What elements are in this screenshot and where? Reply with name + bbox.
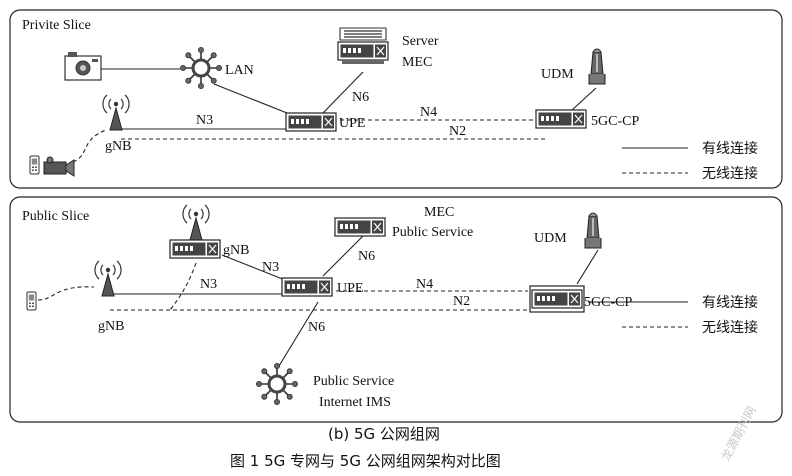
cp-router-icon — [529, 285, 585, 313]
n4-public-label: N4 — [416, 277, 433, 292]
n2-label: N2 — [449, 124, 466, 139]
private-slice-title: Privite Slice — [22, 18, 91, 33]
figure-caption: 图 1 5G 专网与 5G 公网组网架构对比图 — [230, 452, 501, 470]
n6-label: N6 — [352, 90, 369, 105]
upe-internet-link — [278, 301, 319, 367]
upe-public-label: UPE — [337, 281, 363, 296]
n2-public-label: N2 — [453, 294, 470, 309]
internet-service-label: Public Service — [313, 374, 394, 389]
upe-router-icon — [281, 277, 333, 297]
upe-router-icon — [285, 112, 337, 132]
upe-label: UPE — [339, 116, 365, 131]
private-links — [72, 68, 597, 163]
upper-gnb-router-icon — [169, 239, 221, 259]
cp-label: 5GC-CP — [591, 114, 639, 129]
internet-ims-label: Internet IMS — [319, 395, 391, 410]
private-slice-panel — [9, 9, 783, 189]
ue-wireless-public-link — [37, 286, 95, 301]
mec-label: MEC — [402, 55, 432, 70]
legend-wireless-public-label: 无线连接 — [702, 319, 758, 336]
n3-label: N3 — [196, 113, 213, 128]
udm-label: UDM — [541, 67, 574, 82]
n6-bottom-label: N6 — [308, 320, 325, 335]
server-upe-link — [322, 71, 364, 114]
cp-router-icon — [535, 109, 587, 129]
legend-wireless-label: 无线连接 — [702, 165, 758, 182]
lan-upe-link — [213, 83, 293, 116]
mec-router-icon — [334, 217, 386, 237]
mec-public-service-label: Public Service — [392, 225, 473, 240]
lan-hub-icon — [178, 45, 224, 91]
server-icon — [337, 27, 389, 64]
udm-public-label: UDM — [534, 231, 567, 246]
upper-gnb-n2-link — [169, 262, 197, 311]
lan-label: LAN — [225, 63, 254, 78]
public-slice-title: Public Slice — [22, 209, 89, 224]
upper-gnb-upe-link — [221, 254, 286, 281]
server-label: Server — [402, 34, 439, 49]
n4-label: N4 — [420, 105, 437, 120]
udm-cp-public-link — [576, 249, 599, 285]
legend-wired-public-label: 有线连接 — [702, 294, 758, 311]
public-links — [37, 235, 688, 367]
phone-icon — [29, 155, 40, 175]
upper-gnb-label: gNB — [223, 243, 249, 258]
subfigure-caption: (b) 5G 公网组网 — [328, 425, 440, 443]
lower-gnb-label: gNB — [98, 319, 124, 334]
n3-upper-label: N3 — [262, 260, 279, 275]
cp-public-label: 5GC-CP — [584, 295, 632, 310]
camera-icon — [64, 52, 102, 81]
legend-wired-label: 有线连接 — [702, 140, 758, 157]
video-camera-icon — [43, 156, 75, 177]
mec-upe-link — [322, 235, 364, 277]
n3-lower-label: N3 — [200, 277, 217, 292]
n6-top-label: N6 — [358, 249, 375, 264]
gnb-label: gNB — [105, 139, 131, 154]
udm-cp-link — [571, 87, 597, 111]
mec-public-label: MEC — [424, 205, 454, 220]
phone-icon — [26, 291, 37, 311]
internet-hub-icon — [254, 361, 300, 407]
